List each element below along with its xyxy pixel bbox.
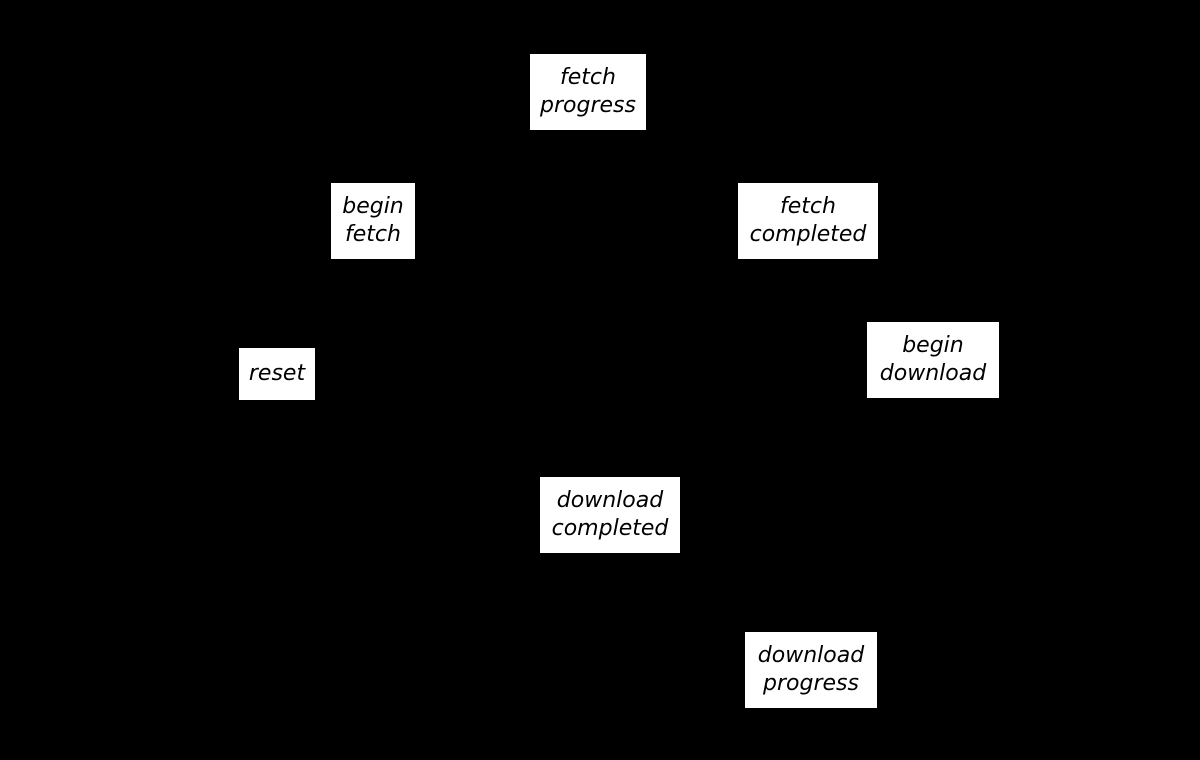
transition-label-fetch-progress: fetch progress (530, 54, 646, 130)
transition-label-text: fetch progress (540, 65, 636, 118)
transition-label-begin-fetch: begin fetch (331, 183, 415, 259)
transition-label-begin-download: begin download (867, 322, 999, 398)
transition-label-text: download completed (551, 488, 669, 541)
transition-label-reset: reset (239, 348, 315, 400)
transition-label-text: begin download (879, 333, 987, 386)
transition-label-download-progress: download progress (745, 632, 877, 708)
transition-label-download-completed: download completed (540, 477, 680, 553)
transition-label-fetch-completed: fetch completed (738, 183, 878, 259)
transition-label-text: download progress (757, 643, 865, 696)
transition-label-text: begin fetch (342, 194, 404, 247)
transition-label-text: reset (248, 361, 306, 386)
transition-label-text: fetch completed (749, 194, 867, 247)
